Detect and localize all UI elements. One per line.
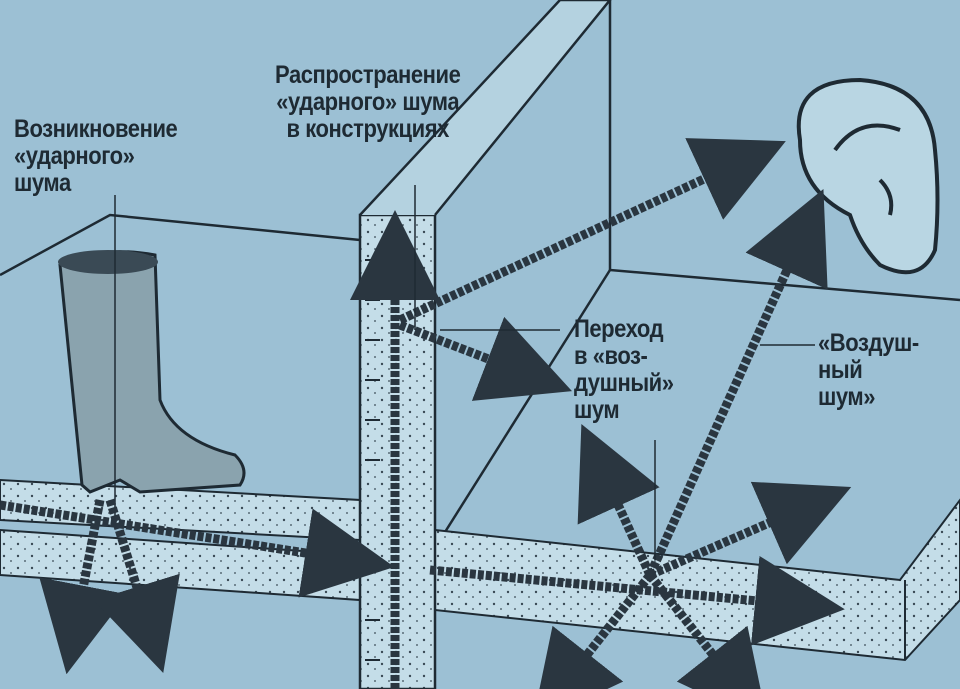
ear-icon [796,77,940,275]
wave-arrows [0,138,852,689]
leader-lines [414,185,815,560]
label-line: шум» [818,383,876,411]
label-transition: Переход в «воз- душный» шум [574,316,674,424]
boot-icon [58,195,246,520]
label-line: в конструкциях [286,115,449,143]
label-line: «ударного» [14,142,135,170]
room-walls [0,0,960,541]
label-line: душный» [574,369,674,397]
label-airborne: «Воздуш- ный шум» [818,330,919,411]
label-line: Распространение [275,61,461,89]
label-line: Переход [574,315,664,343]
label-line: «ударного» шума [276,88,460,116]
label-line: в «воз- [574,342,648,370]
floor-slab [0,478,960,662]
label-line: «Воздуш- [818,329,919,357]
label-line: шум [574,396,620,424]
label-line: Возникновение [14,115,178,143]
label-line: шума [14,169,71,197]
label-impact-origin: Возникновение «ударного» шума [14,115,178,197]
label-line: ный [818,356,863,384]
label-impact-propagation: Распространение «ударного» шума в констр… [275,61,461,143]
